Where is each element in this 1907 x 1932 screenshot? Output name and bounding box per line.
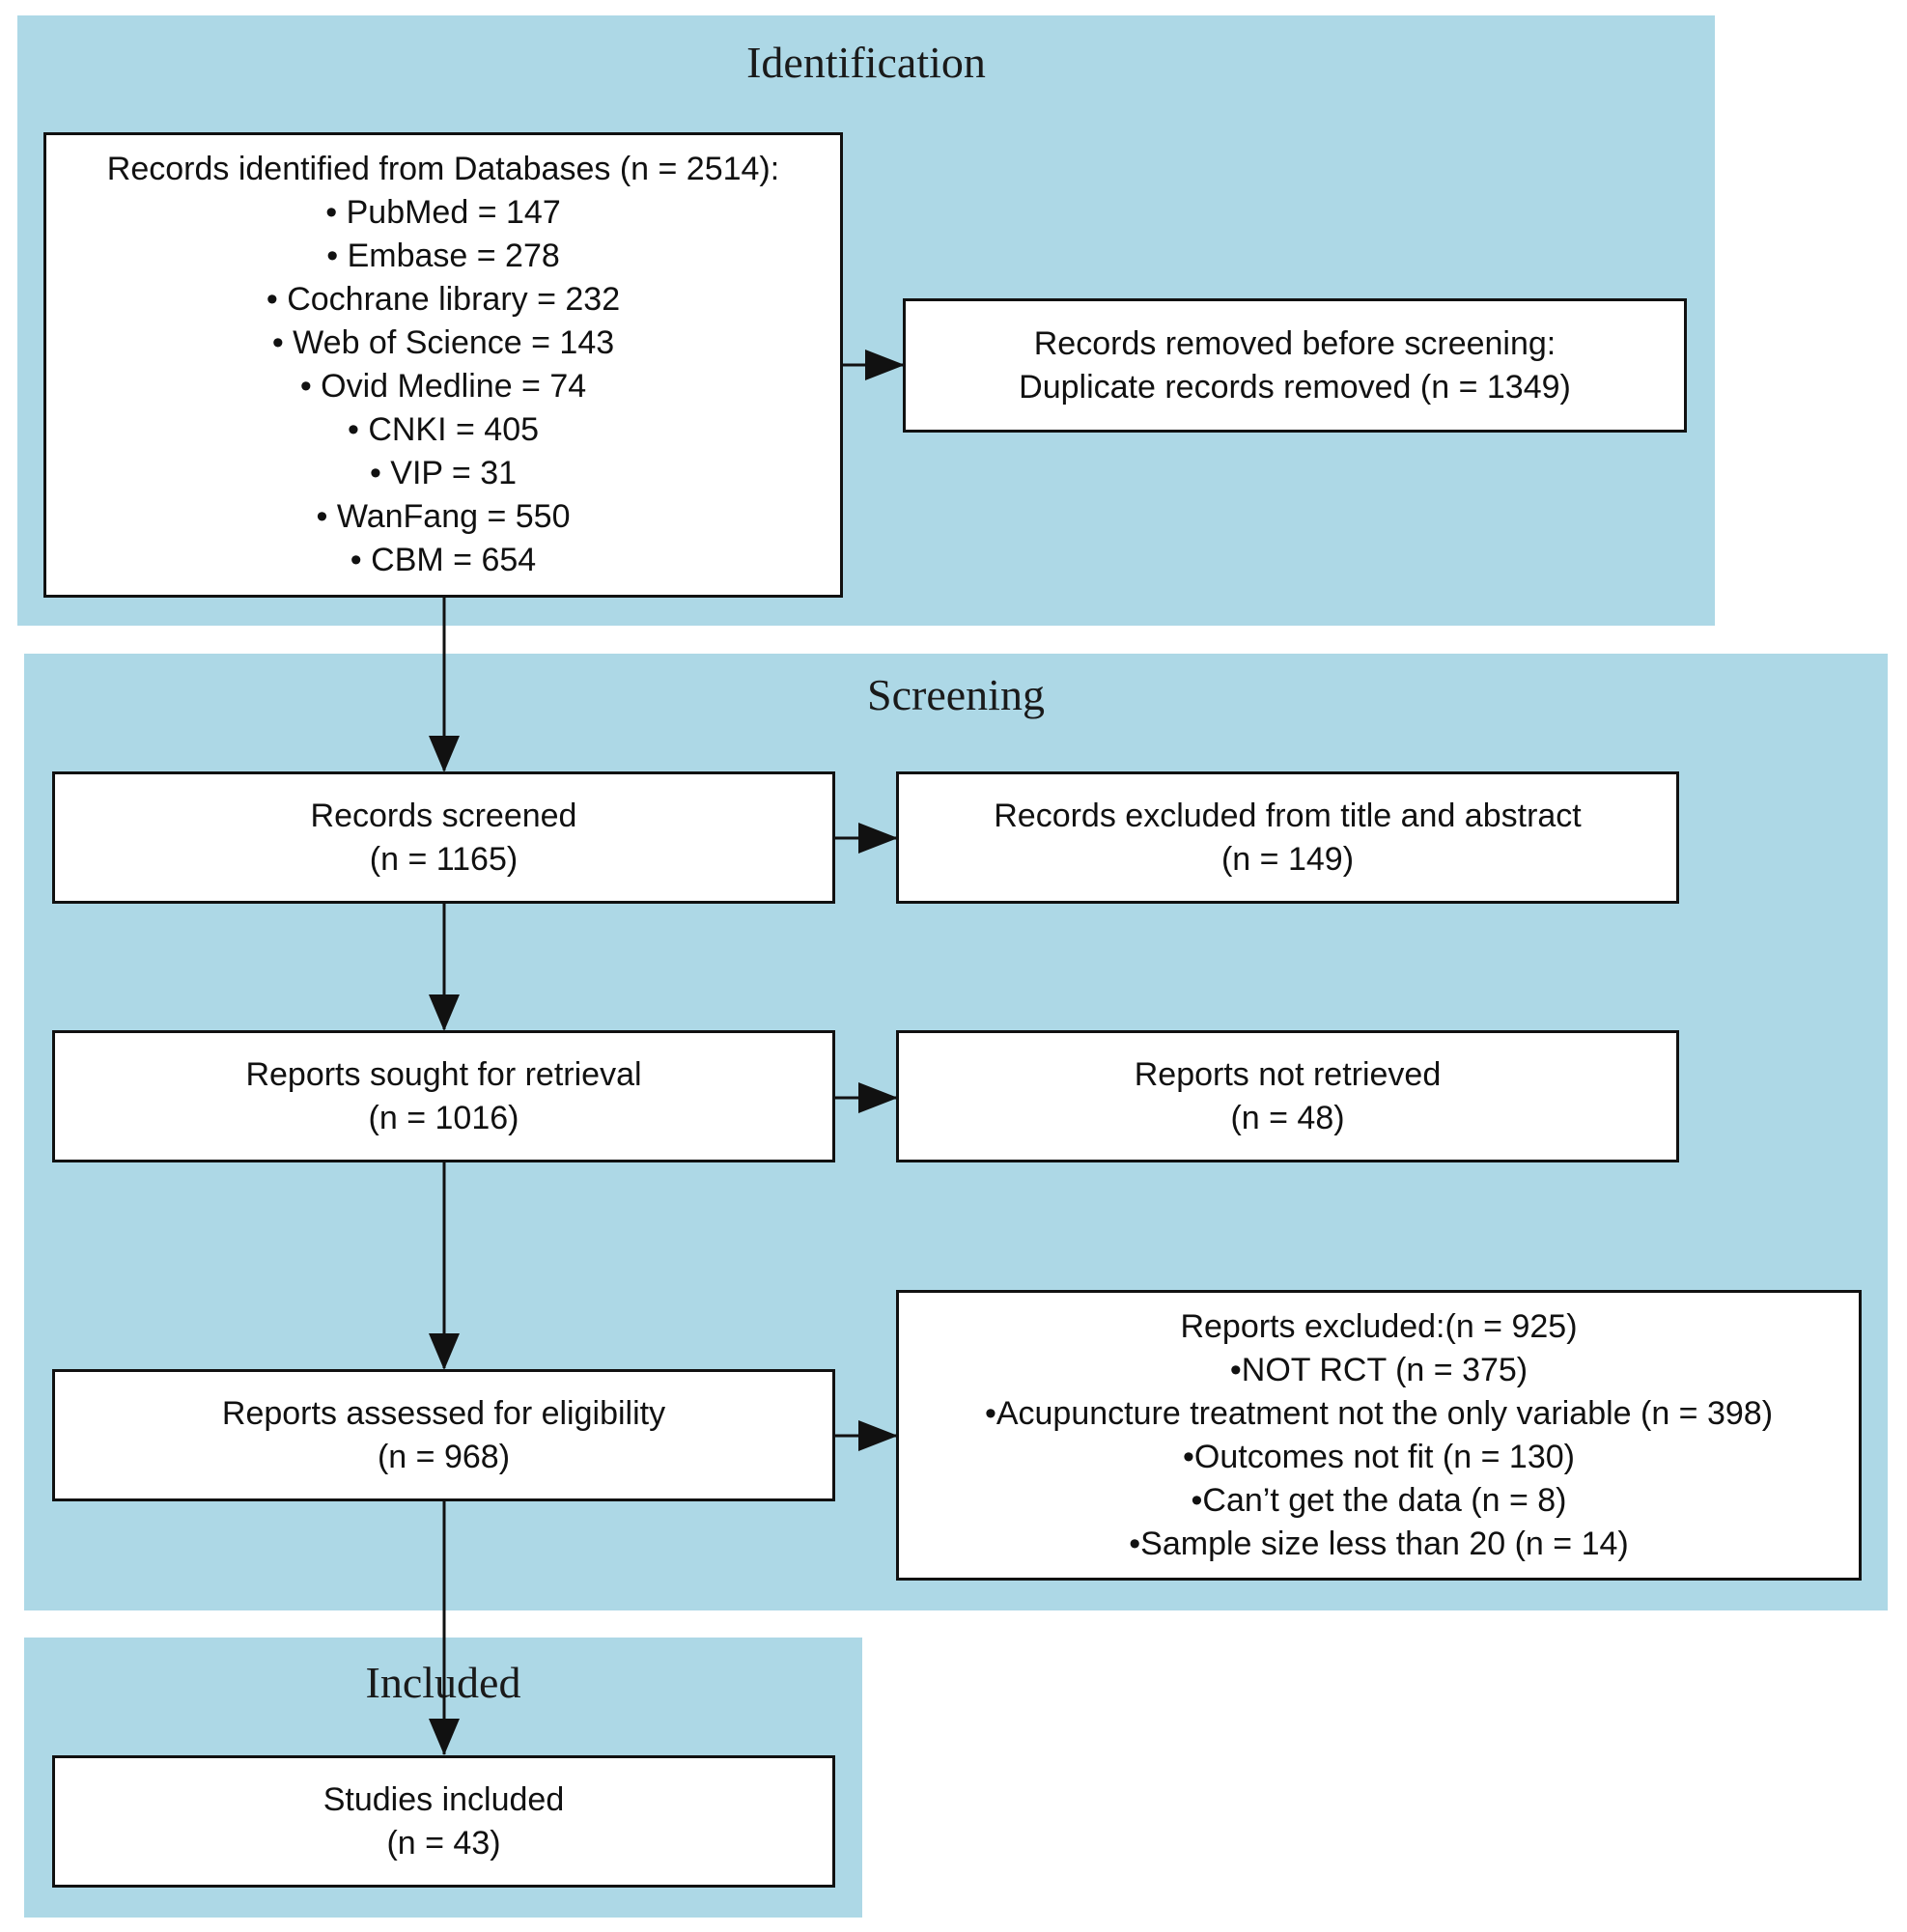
box-text-line: • Cochrane library = 232 — [266, 281, 621, 318]
studies-included-box: Studies included (n = 43) — [52, 1755, 835, 1888]
box-text-line: •Outcomes not fit (n = 130) — [1183, 1438, 1575, 1475]
arrowhead-right-3 — [858, 1082, 898, 1113]
screening-title: Screening — [867, 670, 1045, 719]
box-text-line: • CNKI = 405 — [347, 411, 540, 448]
box-text-line: (n = 48) — [1230, 1099, 1345, 1136]
arrowhead-down-4 — [429, 1719, 460, 1755]
records-identified-box: Records identified from Databases (n = 2… — [43, 132, 843, 598]
box-text-line: •NOT RCT (n = 375) — [1229, 1351, 1528, 1388]
box-text-line: (n = 149) — [1220, 840, 1355, 878]
box-text-line: (n = 968) — [377, 1438, 511, 1475]
records-screened-box: Records screened (n = 1165) — [52, 771, 835, 904]
box-text-line: Reports not retrieved — [1134, 1055, 1442, 1093]
box-text-line: • Ovid Medline = 74 — [299, 368, 587, 405]
box-text-line: (n = 43) — [386, 1824, 501, 1862]
box-text-line: Reports assessed for eligibility — [221, 1394, 666, 1432]
box-text-line: Reports excluded:(n = 925) — [1180, 1307, 1578, 1345]
box-text-line: (n = 1016) — [368, 1099, 519, 1136]
box-text-line: Records removed before screening: — [1033, 324, 1556, 362]
reports-not-retrieved-box: Reports not retrieved (n = 48) — [896, 1030, 1679, 1162]
box-text-line: Records excluded from title and abstract — [994, 797, 1582, 834]
box-text-line: •Acupuncture treatment not the only vari… — [984, 1394, 1774, 1432]
records-excluded-box: Records excluded from title and abstract… — [896, 771, 1679, 904]
box-text-line: Records screened — [310, 797, 577, 834]
box-text-line: • WanFang = 550 — [316, 498, 571, 535]
box-text-line: • CBM = 654 — [350, 542, 537, 578]
identification-title: Identification — [746, 38, 986, 87]
arrowhead-down-2 — [429, 994, 460, 1031]
box-text-line: (n = 1165) — [369, 840, 519, 878]
box-text-line: • Web of Science = 143 — [271, 324, 615, 361]
arrowhead-right-2 — [858, 823, 898, 854]
records-removed-box: Records removed before screening: Duplica… — [903, 298, 1687, 433]
reports-sought-box: Reports sought for retrieval (n = 1016) — [52, 1030, 835, 1162]
arrowhead-down-3 — [429, 1333, 460, 1370]
box-text-line: Records identified from Databases (n = 2… — [106, 151, 780, 187]
arrowhead-down-1 — [429, 736, 460, 772]
arrowhead-right-1 — [865, 350, 905, 380]
box-text-line: •Can’t get the data (n = 8) — [1191, 1481, 1567, 1519]
box-text-line: • PubMed = 147 — [325, 194, 561, 231]
box-text-line: Duplicate records removed (n = 1349) — [1019, 368, 1571, 406]
box-text-line: • Embase = 278 — [326, 238, 560, 274]
reports-assessed-box: Reports assessed for eligibility (n = 968… — [52, 1369, 835, 1501]
box-text-line: •Sample size less than 20 (n = 14) — [1129, 1525, 1629, 1562]
box-text-line: • VIP = 31 — [369, 455, 518, 491]
box-text-line: Reports sought for retrieval — [245, 1055, 642, 1093]
arrowhead-right-4 — [858, 1420, 898, 1451]
box-text-line: Studies included — [323, 1780, 565, 1818]
reports-excluded-box: Reports excluded:(n = 925) •NOT RCT (n = … — [896, 1290, 1862, 1581]
